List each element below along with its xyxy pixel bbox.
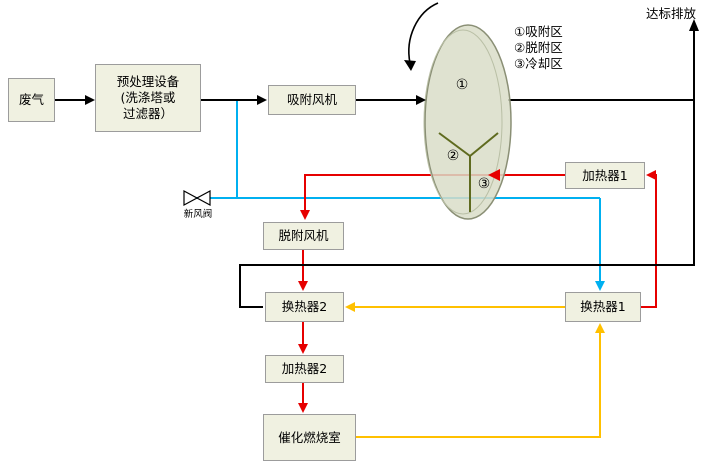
arrow-into-desorption-fan: [300, 210, 310, 220]
sector-line-right: [469, 132, 499, 157]
arrow-up-discharge: [689, 19, 699, 31]
waste-gas-box: 废气: [8, 78, 55, 122]
cyan-arrowheads: [595, 281, 605, 291]
heat-exchanger1-label: 换热器1: [580, 299, 626, 314]
heat-exchanger1-box: 换热器1: [565, 292, 641, 322]
heater1-label: 加热器1: [582, 167, 628, 183]
arrow-into-heater2: [298, 344, 308, 354]
heat-exchanger2-label: 换热器2: [281, 299, 328, 314]
fresh-air-valve-icon: [183, 189, 211, 207]
black-arrowheads: [85, 19, 699, 105]
wheel-rim: [423, 29, 503, 215]
valve-right-triangle: [195, 189, 211, 207]
wheel-zone3-label: ③: [477, 176, 491, 192]
hot-gas-line: [350, 306, 601, 438]
wheel-zone1-label: ①: [455, 77, 469, 93]
combustor-box: 催化燃烧室: [263, 414, 356, 461]
arrow-wheel-rotation: [404, 60, 416, 71]
hx2-to-stack-line: [239, 100, 695, 308]
arrow-into-hx2-right: [345, 302, 355, 312]
heat-exchanger2-box: 换热器2: [265, 292, 344, 322]
arrow-into-adsorption-fan: [257, 95, 267, 105]
combustor-to-hx1-line: [356, 328, 601, 438]
wheel-body: [424, 24, 512, 220]
sector-line-left: [438, 132, 471, 157]
arrow-into-hx2-top: [298, 281, 308, 291]
red-arrowheads: [298, 169, 656, 413]
arrow-into-hx1-bottom: [595, 323, 605, 333]
wheel-zone2-label: ②: [446, 148, 460, 164]
legend-desorption-zone: ②脱附区: [514, 40, 563, 55]
waste-gas-label: 废气: [18, 92, 44, 107]
wheel-rotation-arrow-icon: [408, 2, 439, 64]
pretreatment-box: 预处理设备 (洗涤塔或 过滤器）: [95, 64, 201, 132]
arrow-into-combustor: [298, 403, 308, 413]
combustor-label: 催化燃烧室: [278, 429, 341, 445]
valve-left-triangle: [183, 189, 199, 207]
legend-adsorption-zone: ①吸附区: [514, 24, 563, 39]
heater2-box: 加热器2: [265, 355, 344, 383]
main-gas-line: [55, 2, 695, 308]
arrow-into-heater1: [646, 170, 656, 180]
desorption-fan-box: 脱附风机: [263, 222, 344, 250]
pretreatment-line3: 过滤器）: [122, 106, 173, 121]
heater1-box: 加热器1: [565, 162, 645, 189]
pretreatment-line1: 预处理设备: [116, 74, 180, 89]
fresh-air-line: [184, 100, 601, 283]
wheel-sector-lines: [438, 132, 499, 212]
yellow-arrowheads: [345, 302, 605, 333]
adsorption-fan-box: 吸附风机: [268, 85, 356, 115]
adsorption-fan-label: 吸附风机: [286, 92, 337, 107]
discharge-label: 达标排放: [646, 6, 697, 21]
pretreatment-label: 预处理设备 (洗涤塔或 过滤器）: [117, 74, 180, 122]
fresh-air-valve-label: 新风阀: [183, 209, 213, 220]
arrow-into-pretreat: [85, 95, 95, 105]
hx1-to-heater1-line: [641, 174, 657, 308]
legend-cooling-zone: ③冷却区: [514, 56, 563, 71]
pretreatment-line2: (洗涤塔或: [120, 90, 176, 105]
heater2-label: 加热器2: [281, 361, 328, 376]
arrow-into-wheel-zone2: [488, 169, 500, 181]
arrow-into-hx1-top: [595, 281, 605, 291]
arrow-into-wheel: [416, 95, 426, 105]
zone-legend: ①吸附区 ②脱附区 ③冷却区: [514, 24, 563, 72]
rotary-wheel: [423, 24, 512, 220]
desorption-fan-label: 脱附风机: [278, 228, 329, 243]
